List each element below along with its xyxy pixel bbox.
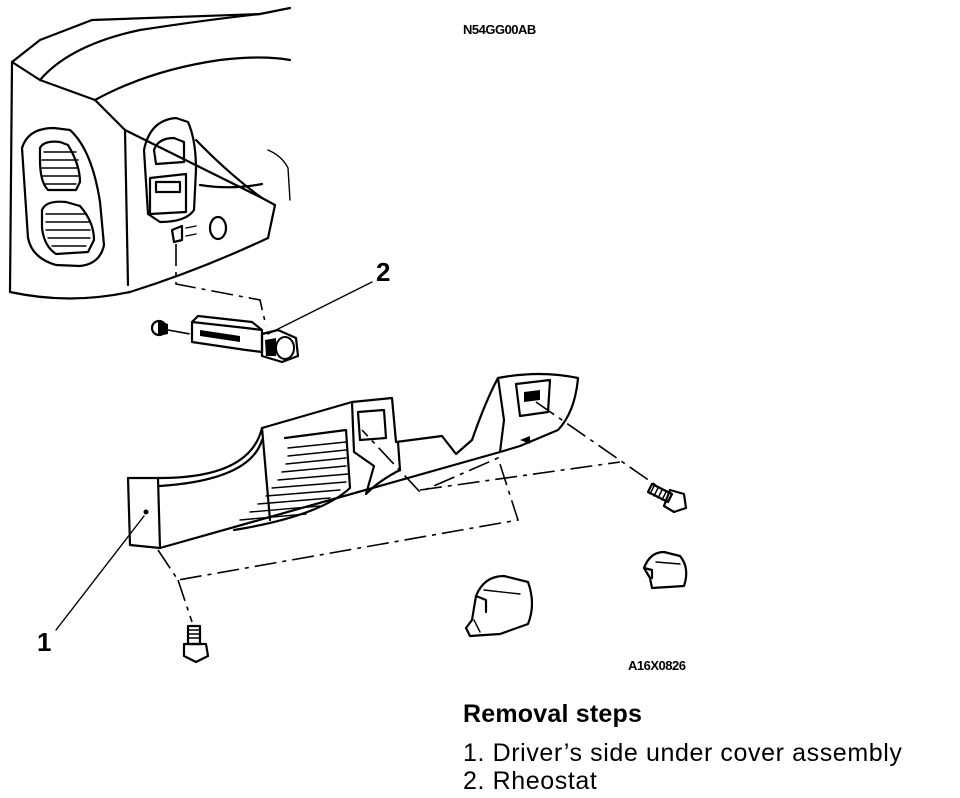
clip-cover-small (642, 550, 688, 590)
bolt-line-right (419, 461, 621, 491)
document-code: N54GG00AB (463, 22, 536, 37)
bolt-left (182, 624, 210, 664)
removal-step-2: 2. Rheostat (463, 767, 598, 795)
under-cover-assembly (126, 372, 580, 550)
bolt-line-lower (157, 429, 520, 581)
callout-part-1: 1 (37, 627, 52, 657)
removal-steps-list: 1. Driver’s side under cover assembly 2.… (463, 739, 958, 795)
rheostat (150, 314, 300, 364)
callout-part-2: 2 (376, 257, 391, 287)
bolt-line-left (177, 579, 193, 623)
callout-2-leader (267, 281, 373, 335)
callout-1-leader (55, 515, 145, 631)
figure-code: A16X0826 (628, 658, 686, 673)
bolt-right (646, 482, 688, 514)
removal-steps-title: Removal steps (463, 700, 643, 728)
removal-steps: Removal steps 1. Driver’s side under cov… (463, 700, 958, 795)
bolt-line-upper (535, 401, 661, 489)
instrument-panel (8, 6, 292, 300)
rheostat-install-line (175, 244, 267, 327)
removal-step-1: 1. Driver’s side under cover assembly (463, 739, 903, 767)
clip-cover-large (464, 574, 534, 638)
